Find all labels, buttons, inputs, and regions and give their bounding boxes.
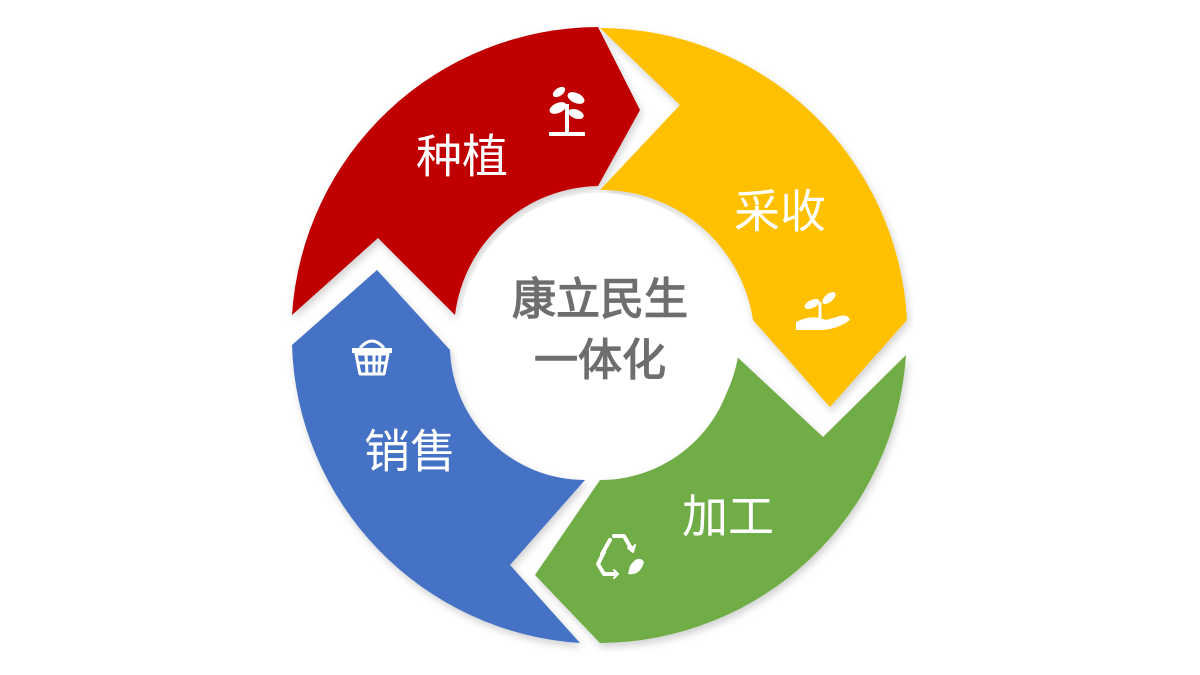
hand-sprout-icon [796, 292, 850, 330]
label-sales: 销售 [364, 425, 456, 479]
label-harvest: 采收 [734, 185, 826, 239]
sprout-icon [549, 86, 585, 136]
segment-harvest [600, 28, 907, 407]
center-circle [460, 193, 740, 473]
basket-icon [352, 339, 392, 376]
label-processing: 加工 [682, 490, 774, 544]
recycle-leaf-icon [596, 534, 644, 579]
label-planting: 种植 [416, 130, 508, 184]
segment-processing [535, 355, 906, 643]
center-title-line1: 康立民生 [512, 274, 688, 325]
segment-planting [292, 27, 640, 315]
center-title-line2: 一体化 [534, 335, 666, 386]
